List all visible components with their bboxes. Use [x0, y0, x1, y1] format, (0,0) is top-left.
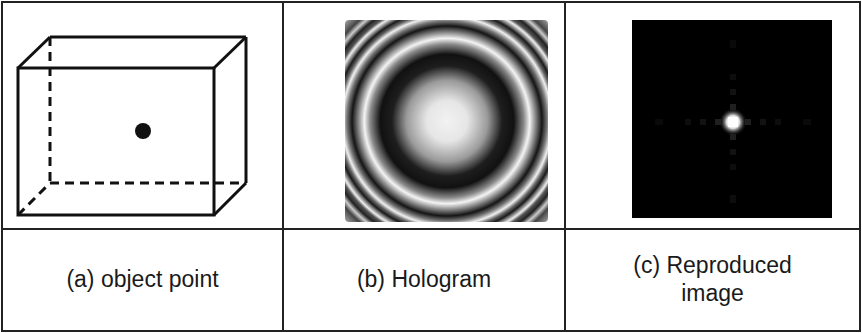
object-point — [135, 123, 151, 139]
hologram-image — [345, 20, 548, 222]
reproduced-image — [632, 20, 832, 218]
caption-text: (a) object point — [66, 266, 218, 294]
caption-text: (b) Hologram — [357, 266, 491, 294]
caption-text: (c) Reproduced image — [618, 252, 808, 307]
table-cell: (c) Reproduced image — [567, 231, 858, 329]
cube-illustration — [18, 37, 246, 215]
table-cell: (a) object point — [4, 231, 281, 329]
table-cell: (b) Hologram — [285, 231, 563, 329]
